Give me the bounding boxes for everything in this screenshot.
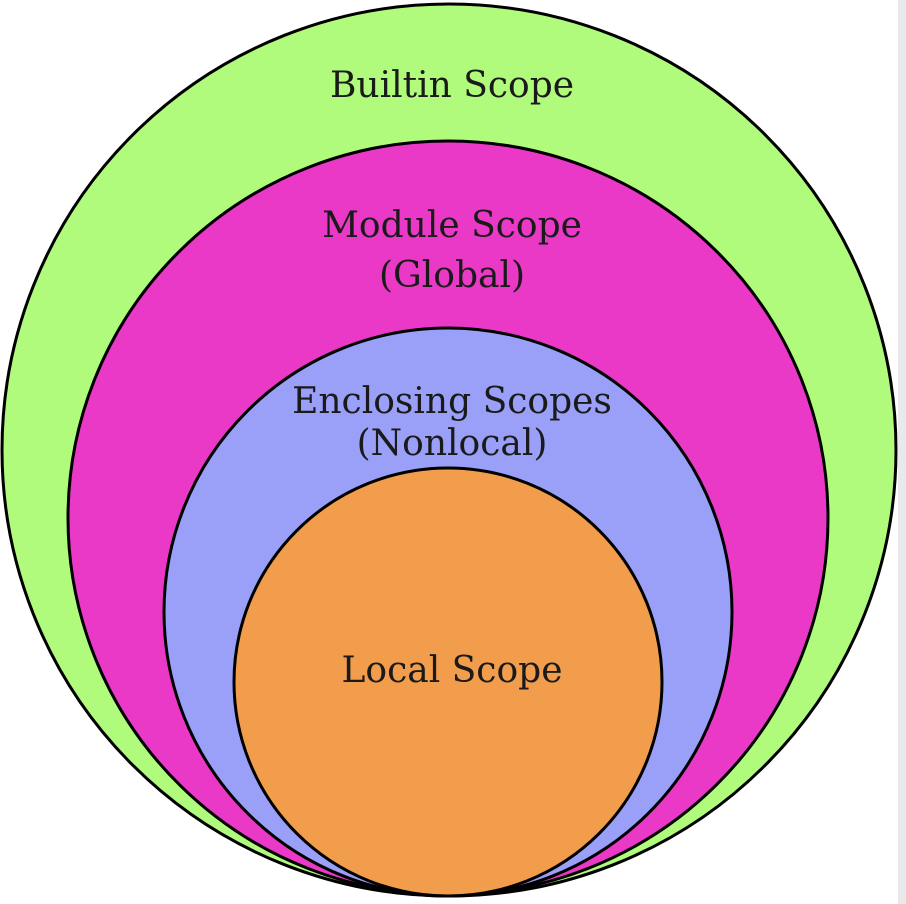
builtin-scope-label: Builtin Scope [330, 65, 574, 106]
enclosing-scope-sublabel: (Nonlocal) [357, 423, 548, 464]
module-scope-sublabel: (Global) [379, 255, 525, 296]
local-scope-label: Local Scope [341, 650, 562, 691]
local-scope-circle [232, 466, 664, 898]
right-edge-strip [898, 0, 906, 904]
module-scope-label: Module Scope [322, 205, 582, 246]
enclosing-scope-label: Enclosing Scopes [292, 381, 612, 422]
